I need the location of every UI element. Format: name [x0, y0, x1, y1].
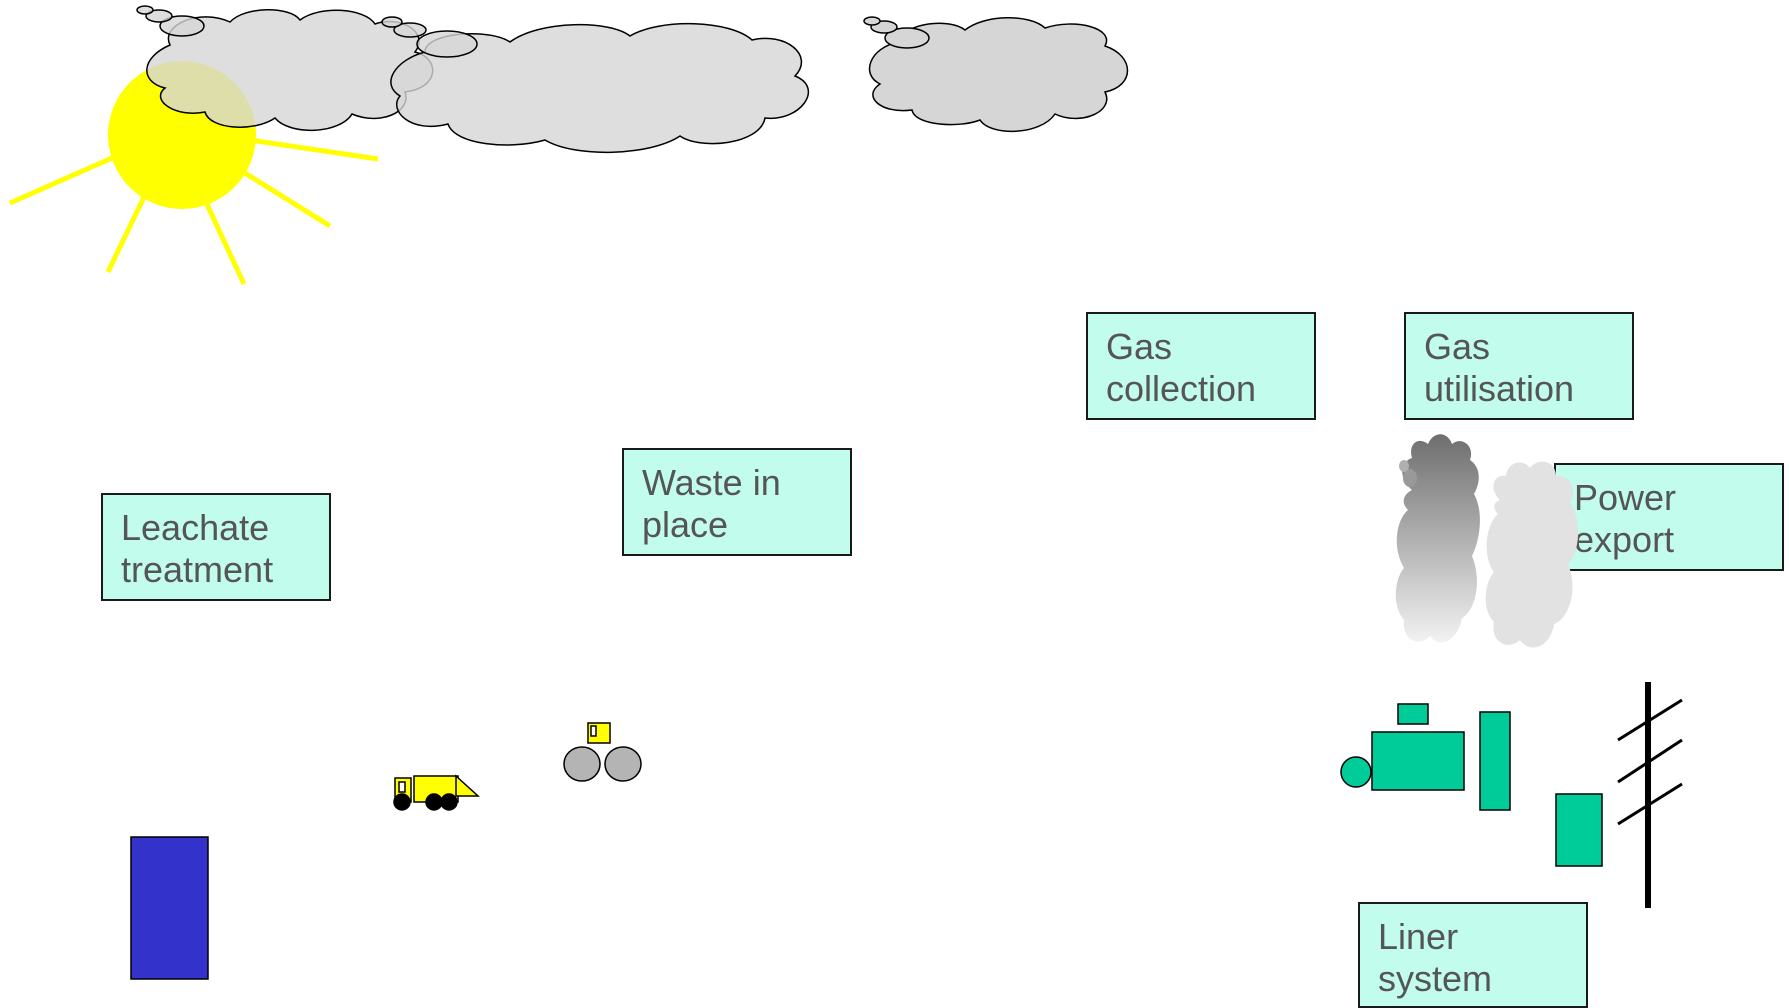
label-leachate-treatment-line1: Leachate	[121, 507, 311, 549]
label-gas-collection-line2: collection	[1106, 368, 1296, 410]
label-power-export-line2: export	[1574, 519, 1764, 561]
label-power-export-line1: Power	[1574, 477, 1764, 519]
label-power-export: Power export	[1554, 463, 1784, 571]
label-gas-collection-line1: Gas	[1106, 326, 1296, 368]
label-gas-utilisation: Gas utilisation	[1404, 312, 1634, 420]
cloud-icon	[864, 17, 1128, 131]
smoke-plume-icon	[1396, 434, 1578, 647]
cloud-icon	[382, 17, 808, 152]
label-liner-system-line1: Liner	[1378, 916, 1568, 958]
label-liner-system-line2: system	[1378, 958, 1568, 1000]
tank-icon	[131, 837, 208, 979]
label-waste-in-place-line2: place	[642, 504, 832, 546]
truck-icon	[394, 776, 478, 810]
label-liner-system: Liner system	[1358, 902, 1588, 1008]
generator-icon	[1341, 704, 1602, 866]
label-waste-in-place: Waste in place	[622, 448, 852, 556]
label-leachate-treatment: Leachate treatment	[101, 493, 331, 601]
label-gas-utilisation-line2: utilisation	[1424, 368, 1614, 410]
label-gas-collection: Gas collection	[1086, 312, 1316, 420]
label-gas-utilisation-line1: Gas	[1424, 326, 1614, 368]
pylon-icon	[1618, 682, 1682, 908]
label-leachate-treatment-line2: treatment	[121, 549, 311, 591]
label-waste-in-place-line1: Waste in	[642, 462, 832, 504]
compactor-icon	[564, 723, 641, 781]
